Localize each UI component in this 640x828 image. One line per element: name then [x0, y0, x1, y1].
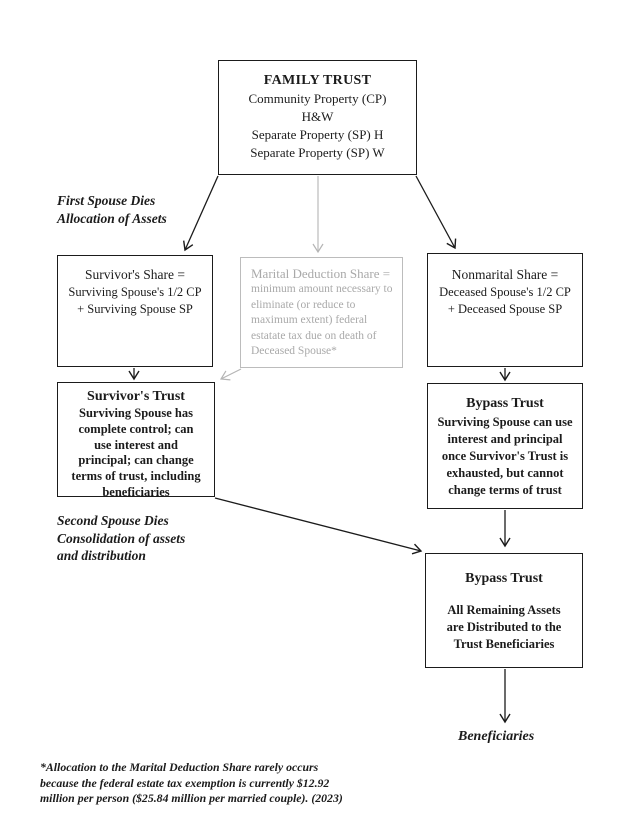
marital-deduction-line: estatate tax due on death of	[251, 329, 377, 342]
survivors-trust-box: Survivor's Trust Surviving Spouse has co…	[57, 382, 215, 499]
stage-label-second-spouse-dies: Second Spouse Dies Consolidation of asse…	[57, 512, 185, 565]
family-trust-line: H&W	[301, 109, 334, 124]
survivors-trust-title: Survivor's Trust	[87, 389, 185, 404]
bypass-trust-final-line: Trust Beneficiaries	[453, 637, 555, 651]
nonmarital-share-line: + Deceased Spouse SP	[447, 302, 563, 316]
survivors-trust-line: beneficiaries	[102, 484, 170, 499]
bypass-trust-line: once Survivor's Trust is	[441, 449, 569, 463]
arrow-maritaldeduction-to-survivorstrust	[219, 368, 242, 381]
bypass-trust-final-line: are Distributed to the	[446, 620, 562, 634]
nonmarital-share-line: Deceased Spouse's 1/2 CP	[439, 285, 571, 299]
survivors-trust-line: complete control; can	[78, 421, 194, 436]
nonmarital-share-title: Nonmarital Share =	[451, 267, 559, 282]
footnote: *Allocation to the Marital Deduction Sha…	[40, 760, 343, 807]
marital-deduction-line: Deceased Spouse*	[251, 345, 337, 357]
nonmarital-share-box: Nonmarital Share = Deceased Spouse's 1/2…	[427, 253, 583, 367]
arrow-familytrust-to-survivorsshare	[182, 175, 219, 252]
marital-deduction-line: eliminate (or reduce to	[251, 298, 356, 311]
bypass-trust-line: Surviving Spouse can use	[437, 415, 573, 429]
survivors-share-line: Surviving Spouse's 1/2 CP	[68, 285, 202, 299]
survivors-trust-line: use interest and	[94, 437, 178, 452]
stage2-line: Consolidation of assets	[57, 530, 186, 546]
footnote-line: million per person ($25.84 million per m…	[40, 791, 343, 806]
bypass-trust-box: Bypass Trust Surviving Spouse can use in…	[427, 383, 583, 509]
stage-label-first-spouse-dies: First Spouse Dies Allocation of Assets	[57, 192, 167, 227]
bypass-trust-final-box: Bypass Trust All Remaining Assets are Di…	[425, 553, 583, 668]
family-trust-title: FAMILY TRUST	[263, 73, 372, 88]
stage1-line: Allocation of Assets	[57, 210, 167, 226]
bypass-trust-final-title: Bypass Trust	[465, 571, 543, 586]
marital-deduction-line: minimum amount necessary to	[251, 283, 393, 295]
survivors-trust-line: Surviving Spouse has	[79, 406, 193, 420]
beneficiaries-label: Beneficiaries	[458, 729, 535, 744]
marital-deduction-share-box: Marital Deduction Share = minimum amount…	[240, 257, 403, 368]
bypass-trust-line: change terms of trust	[448, 483, 562, 497]
stage1-line: First Spouse Dies	[57, 193, 156, 208]
survivors-share-line: + Surviving Spouse SP	[77, 302, 193, 316]
survivors-trust-line: terms of trust, including	[71, 469, 201, 484]
family-trust-box: FAMILY TRUST Community Property (CP) H&W…	[218, 60, 417, 175]
marital-deduction-line: maximum extent) federal	[251, 314, 368, 326]
family-trust-line: Separate Property (SP) W	[250, 145, 385, 160]
footnote-line: *Allocation to the Marital Deduction Sha…	[40, 760, 319, 774]
bypass-trust-line: exhausted, but cannot	[446, 466, 564, 480]
bypass-trust-final-line: All Remaining Assets	[447, 603, 561, 617]
footnote-line: because the federal estate tax exemption…	[40, 775, 330, 790]
marital-deduction-title: Marital Deduction Share =	[251, 266, 391, 281]
bypass-trust-line: interest and principal	[447, 432, 563, 446]
family-trust-line: Community Property (CP)	[248, 91, 387, 106]
stage2-line: Second Spouse Dies	[57, 513, 169, 528]
bypass-trust-title: Bypass Trust	[466, 396, 544, 411]
survivors-trust-line: principal; can change	[78, 453, 194, 468]
survivors-share-title: Survivor's Share =	[84, 267, 186, 282]
arrow-familytrust-to-nonmaritalshare	[415, 175, 457, 250]
family-trust-line: Separate Property (SP) H	[251, 127, 384, 142]
arrow-survivorstrust-to-bypassfinal	[214, 497, 423, 555]
survivors-share-box: Survivor's Share = Surviving Spouse's 1/…	[57, 255, 213, 367]
stage2-line: and distribution	[57, 548, 146, 563]
